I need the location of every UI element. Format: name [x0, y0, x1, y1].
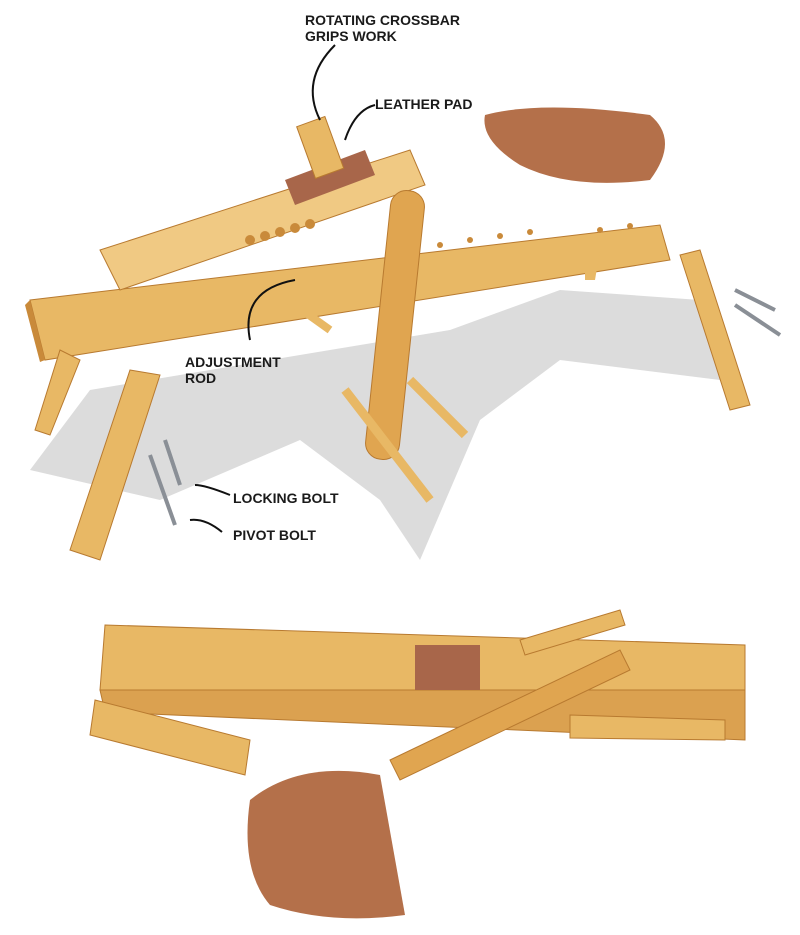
leg — [69, 369, 161, 561]
crossbar — [296, 115, 345, 180]
leg — [679, 249, 751, 411]
leg — [34, 349, 81, 436]
label-pivot-bolt: PIVOT BOLT — [233, 527, 316, 543]
label-locking-bolt: LOCKING BOLT — [233, 490, 339, 506]
swing-arm — [365, 190, 425, 460]
leg — [585, 250, 600, 280]
leather-pad — [285, 150, 375, 205]
label-adjustment-rod: ADJUSTMENT ROD — [185, 354, 281, 386]
bolts — [148, 288, 782, 526]
label-leather-pad: LEATHER PAD — [375, 96, 473, 112]
label-rotating-crossbar: ROTATING CROSSBAR GRIPS WORK — [305, 12, 461, 44]
folded-pad — [415, 645, 480, 690]
peg-holes — [245, 219, 633, 248]
folded-seat — [247, 770, 405, 919]
folded-arm — [389, 649, 631, 781]
seat — [484, 107, 665, 183]
